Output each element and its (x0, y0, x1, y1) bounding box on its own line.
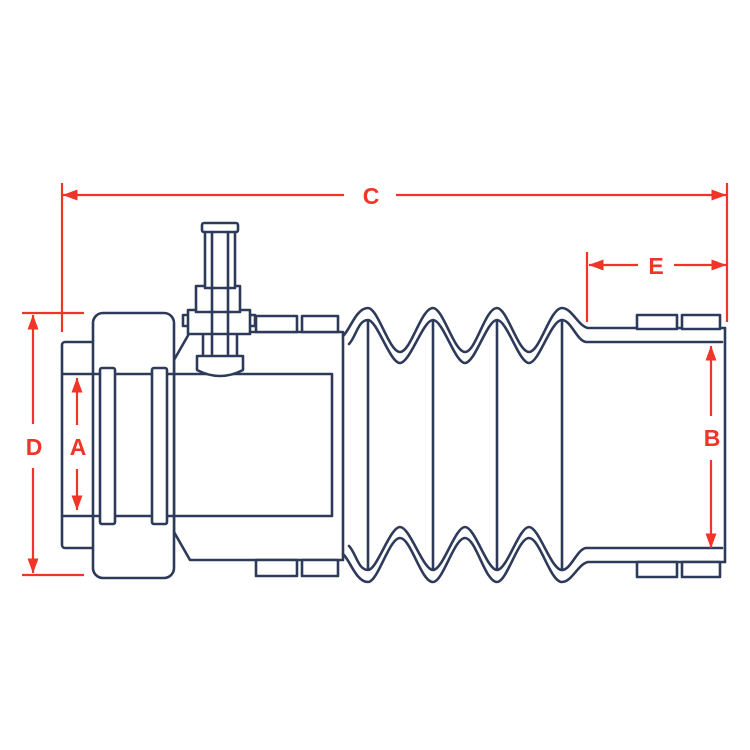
stem-cup (195, 354, 245, 378)
stem-cap (200, 221, 240, 234)
dimension-e-label: E (648, 253, 663, 279)
dimension-a-label: A (70, 434, 87, 460)
retainer-tab (680, 560, 722, 579)
dimension-b: B (704, 345, 721, 549)
stem-shoulder-lower (186, 308, 252, 336)
retainer-tab (300, 314, 340, 334)
dimension-d-label: D (26, 434, 43, 460)
bellows-fold-lines (366, 319, 564, 571)
washer-bar (98, 366, 117, 526)
dimension-d: D (26, 314, 43, 574)
valve-stem (181, 221, 257, 378)
coupling-part (60, 221, 727, 584)
retainer-tab (635, 560, 679, 579)
retainer-tab (254, 314, 299, 334)
dimensions: C E D A B (22, 183, 729, 577)
dimension-b-label: B (704, 425, 721, 451)
retainer-tab (680, 313, 722, 331)
dimension-c-label: C (363, 183, 380, 209)
dimension-a: A (70, 377, 87, 511)
retainer-tab (635, 313, 679, 331)
stem-tube (203, 226, 237, 290)
stem-inner-lines (210, 230, 230, 356)
bellows-section (341, 306, 727, 584)
bellows-top-wave (341, 306, 727, 365)
stem-shoulder-upper (194, 284, 242, 314)
washer-bar (150, 366, 169, 526)
dimension-c: C (62, 183, 727, 209)
dimension-e: E (588, 253, 727, 279)
retainer-tab (300, 558, 340, 578)
retainer-tab (254, 558, 299, 578)
